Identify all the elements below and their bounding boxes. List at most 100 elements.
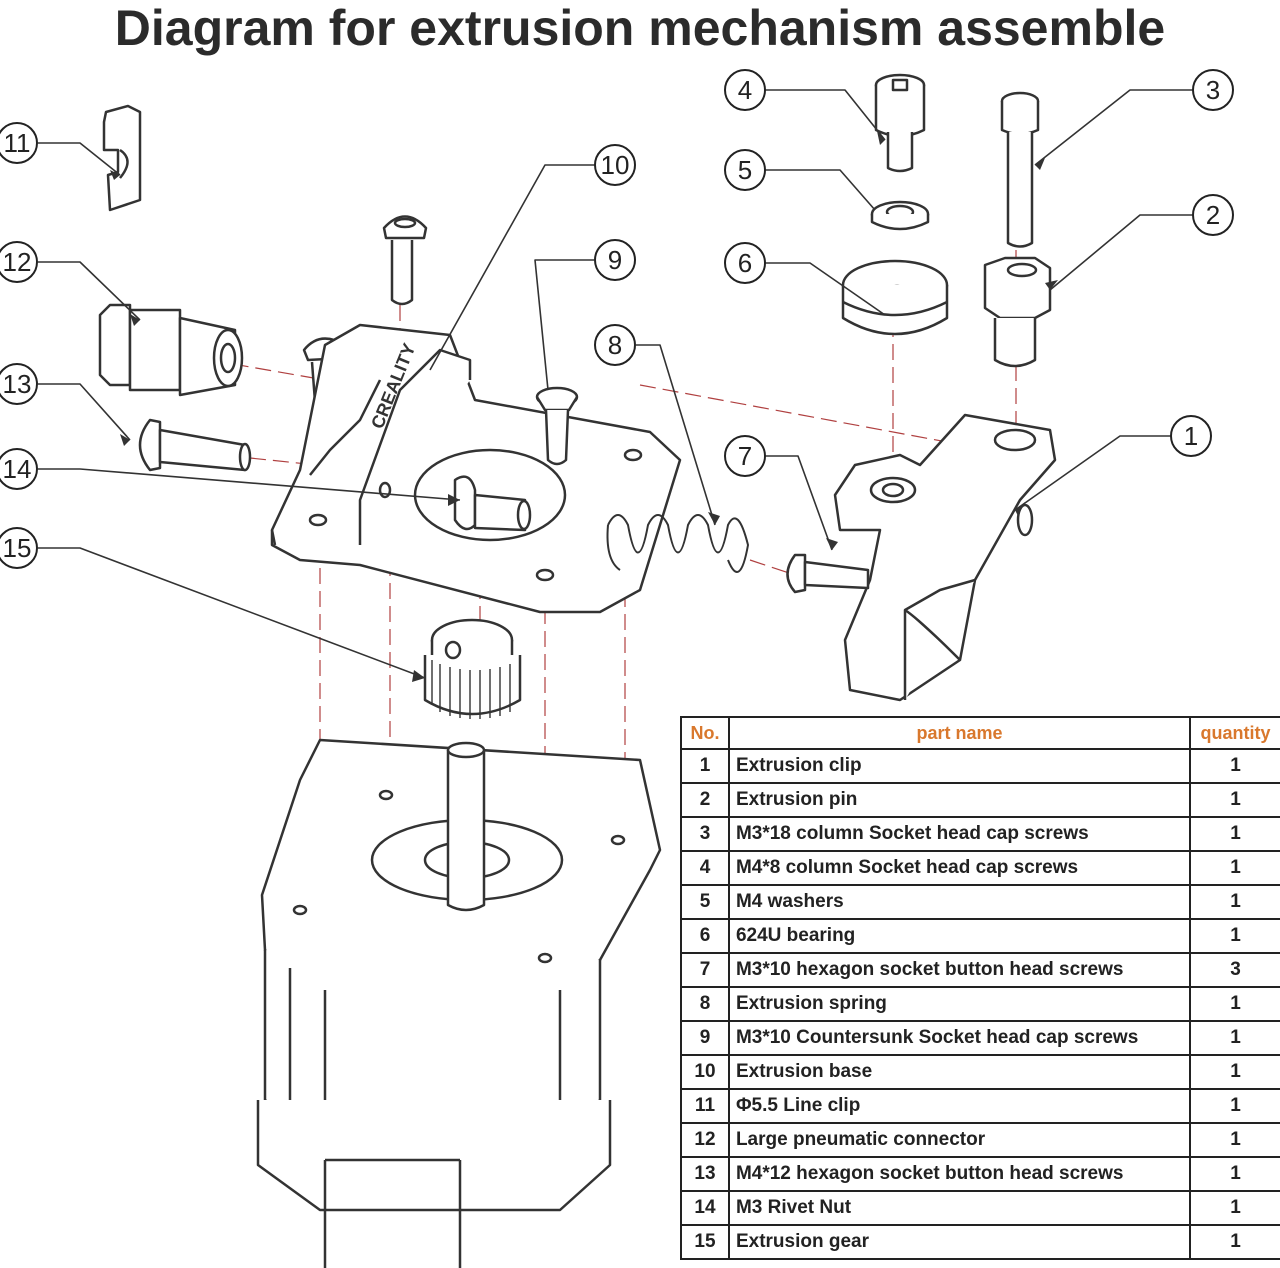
pneumatic-connector-part	[98, 303, 244, 397]
quantity-cell: 1	[1189, 986, 1280, 1022]
callout-15: 15	[0, 527, 38, 569]
svg-text:13: 13	[3, 369, 32, 399]
callout-7: 7	[724, 435, 766, 477]
part-number-cell: 9	[680, 1020, 730, 1056]
quantity-cell: 1	[1189, 918, 1280, 954]
part-name-cell: Large pneumatic connector	[727, 1122, 1192, 1158]
part-name-cell: M4*8 column Socket head cap screws	[727, 850, 1192, 886]
svg-text:1: 1	[1184, 421, 1198, 451]
callout-8: 8	[594, 324, 636, 366]
part-number-cell: 14	[680, 1190, 730, 1226]
part-name-cell: Extrusion clip	[727, 748, 1192, 784]
callout-12: 12	[0, 241, 38, 283]
stepper-motor-part	[256, 738, 662, 1268]
countersunk-screw-9	[535, 386, 579, 466]
quantity-cell: 1	[1189, 884, 1280, 920]
callouts: 1 2 3 4 5 6 7 8 9 10 11 12 13 14 15	[0, 69, 1234, 569]
quantity-cell: 3	[1189, 952, 1280, 988]
svg-text:7: 7	[738, 441, 752, 471]
base-top-screw	[382, 215, 428, 306]
part-number-cell: 4	[680, 850, 730, 886]
callout-2: 2	[1192, 194, 1234, 236]
extrusion-clip-part	[833, 413, 1057, 702]
quantity-cell: 1	[1189, 1020, 1280, 1056]
part-number-cell: 8	[680, 986, 730, 1022]
svg-text:5: 5	[738, 155, 752, 185]
svg-text:15: 15	[3, 533, 32, 563]
parts-table-header: No. part name quantity	[680, 716, 1280, 750]
quantity-cell: 1	[1189, 1190, 1280, 1226]
svg-text:12: 12	[3, 247, 32, 277]
callout-4: 4	[724, 69, 766, 111]
quantity-cell: 1	[1189, 1224, 1280, 1260]
part-number-cell: 3	[680, 816, 730, 852]
quantity-cell: 1	[1189, 1054, 1280, 1090]
svg-text:11: 11	[4, 128, 31, 158]
line-clip-part	[102, 104, 142, 212]
part-name-cell: Extrusion gear	[727, 1224, 1192, 1260]
rivet-nut-part	[453, 475, 532, 532]
callout-6: 6	[724, 242, 766, 284]
leader-lines	[38, 89, 1193, 679]
leader-arrowheads	[110, 131, 1058, 682]
part-name-cell: M3*18 column Socket head cap screws	[727, 816, 1192, 852]
washer-5	[870, 200, 930, 231]
cap-screw-3	[1000, 91, 1040, 248]
button-head-screw-7	[786, 553, 870, 594]
quantity-cell: 1	[1189, 782, 1280, 818]
part-name-cell: M3 Rivet Nut	[727, 1190, 1192, 1226]
quantity-cell: 1	[1189, 1156, 1280, 1192]
callout-14: 14	[0, 448, 38, 490]
part-number-cell: 6	[680, 918, 730, 954]
part-number-cell: 7	[680, 952, 730, 988]
callout-3: 3	[1192, 69, 1234, 111]
svg-text:8: 8	[608, 330, 622, 360]
part-number-cell: 2	[680, 782, 730, 818]
part-name-cell: M3*10 hexagon socket button head screws	[727, 952, 1192, 988]
callout-10: 10	[594, 144, 636, 186]
part-name-cell: Extrusion base	[727, 1054, 1192, 1090]
svg-text:6: 6	[738, 248, 752, 278]
header-quantity: quantity	[1189, 716, 1280, 750]
part-number-cell: 1	[680, 748, 730, 784]
svg-text:14: 14	[3, 454, 32, 484]
part-number-cell: 5	[680, 884, 730, 920]
extrusion-pin-2	[983, 256, 1052, 368]
part-number-cell: 15	[680, 1224, 730, 1260]
diagram-title: Diagram for extrusion mechanism assemble	[114, 0, 1166, 56]
part-name-cell: Extrusion spring	[727, 986, 1192, 1022]
part-name-cell: 624U bearing	[727, 918, 1192, 954]
callout-13: 13	[0, 363, 38, 405]
part-name-cell: M4 washers	[727, 884, 1192, 920]
quantity-cell: 1	[1189, 850, 1280, 886]
callout-11: 11	[0, 122, 38, 164]
callout-9: 9	[594, 239, 636, 281]
bearing-6	[841, 259, 949, 336]
part-number-cell: 12	[680, 1122, 730, 1158]
part-name-cell: M4*12 hexagon socket button head screws	[727, 1156, 1192, 1192]
part-number-cell: 11	[680, 1088, 730, 1124]
quantity-cell: 1	[1189, 816, 1280, 852]
svg-text:3: 3	[1206, 75, 1220, 105]
quantity-cell: 1	[1189, 748, 1280, 784]
part-number-cell: 10	[680, 1054, 730, 1090]
part-name-cell: M3*10 Countersunk Socket head cap screws	[727, 1020, 1192, 1056]
